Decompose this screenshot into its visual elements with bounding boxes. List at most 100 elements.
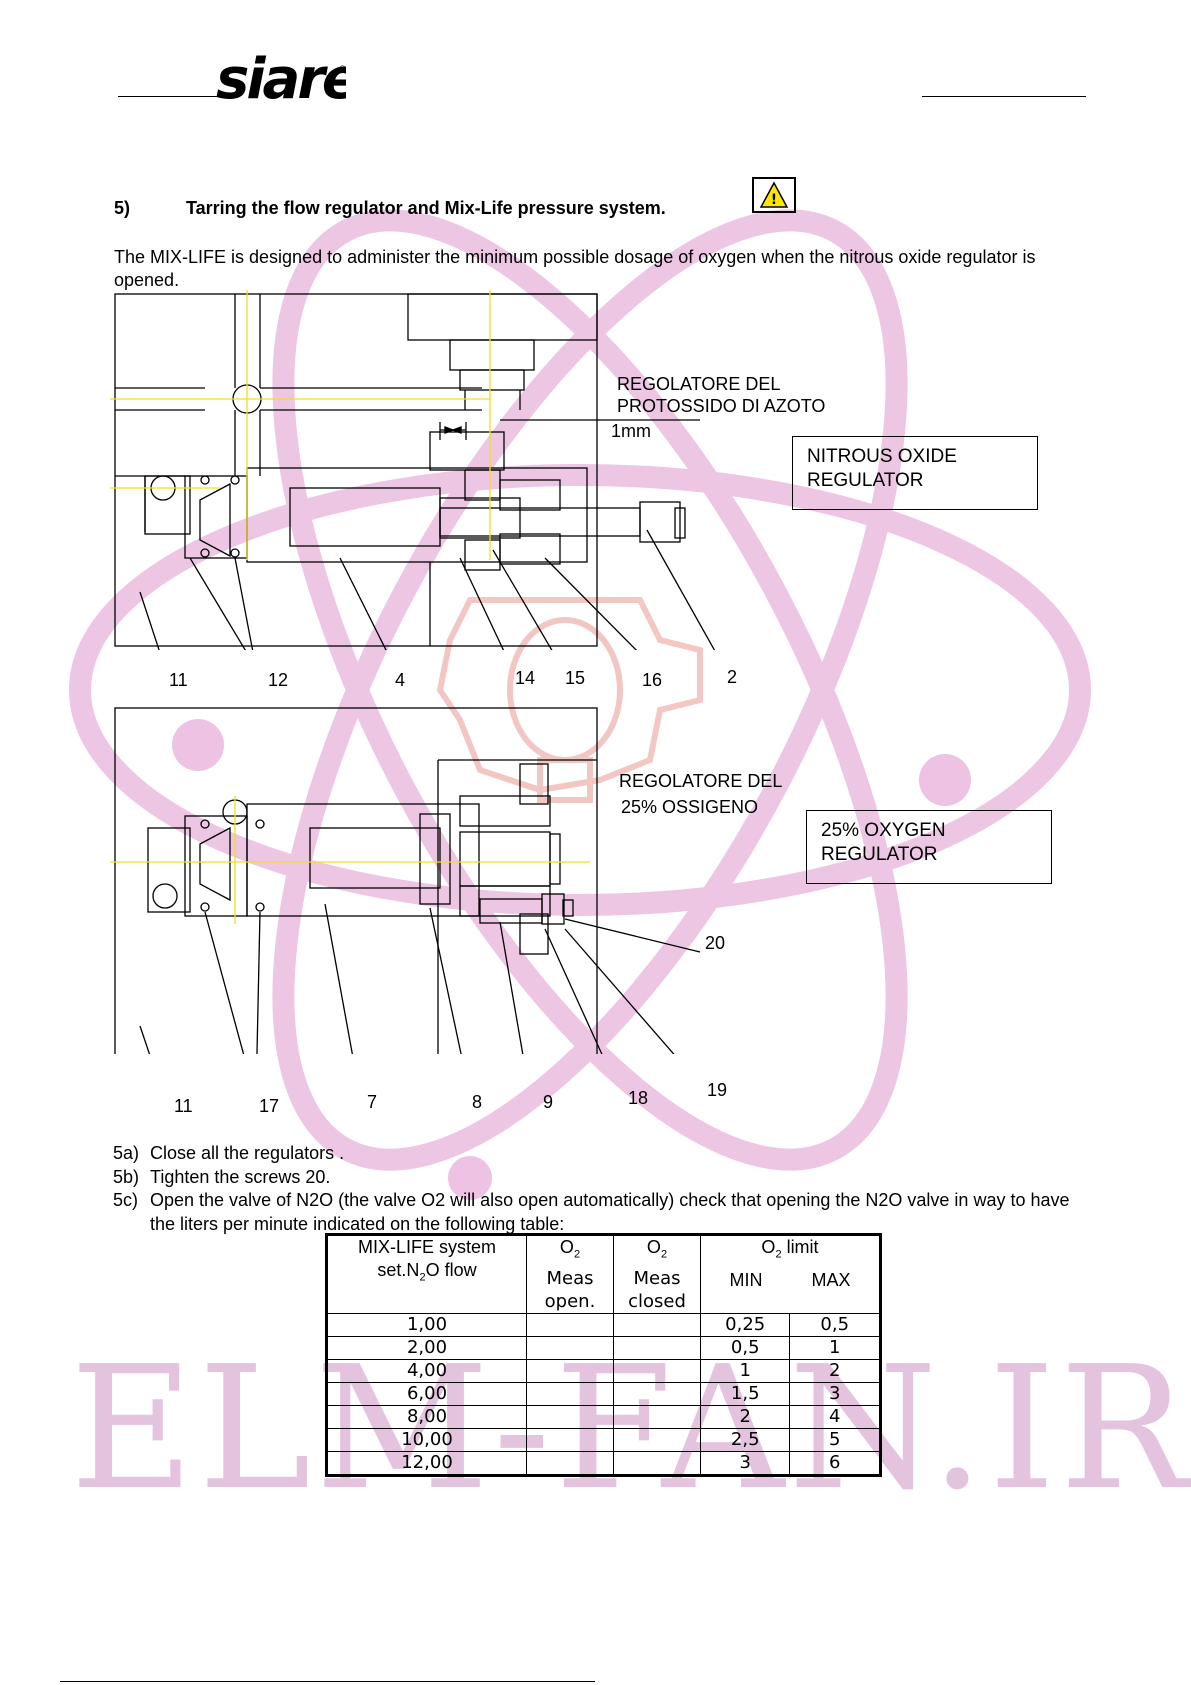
company-logo: siare ® <box>216 47 361 112</box>
h4-o: O <box>761 1237 776 1257</box>
diagram2-italian-label-line2: 25% OSSIGENO <box>621 797 759 817</box>
col-header-flow-line2: set.N2O flow <box>332 1259 522 1290</box>
box1-line2: REGULATOR <box>807 470 924 491</box>
procedure-steps: 5a) Close all the regulators . 5b) Tighten… <box>113 1142 1073 1236</box>
d2-callout-8: 8 <box>472 1092 483 1112</box>
box2-line2: REGULATOR <box>821 844 938 865</box>
nitrous-oxide-regulator-diagram <box>110 290 716 650</box>
d1-callout-14: 14 <box>515 668 536 688</box>
step-text: Tighten the screws 20. <box>150 1166 331 1187</box>
cell-min: 1,5 <box>699 1381 791 1406</box>
d2-callout-11: 11 <box>174 1096 193 1116</box>
cell-max: 0,5 <box>789 1312 881 1337</box>
cell-open <box>526 1450 614 1476</box>
d2-callout-20: 20 <box>705 933 726 953</box>
cell-closed <box>613 1450 701 1476</box>
footer-rule <box>60 1681 595 1682</box>
cell-min: 0,25 <box>699 1312 791 1337</box>
cell-flow: 10,00 <box>326 1427 527 1452</box>
diagram1-gap-label: 1mm <box>611 421 651 441</box>
cell-flow: 6,00 <box>326 1381 527 1406</box>
cell-flow: 4,00 <box>326 1358 527 1383</box>
cell-max: 4 <box>789 1404 881 1429</box>
step-5c: 5c) Open the valve of N2O (the valve O2 w… <box>113 1189 1073 1236</box>
cell-open <box>526 1312 614 1337</box>
logo-wordmark: siare <box>216 54 346 106</box>
step-5b: 5b) Tighten the screws 20. <box>113 1166 1073 1190</box>
col-header-flow-line1: MIX-LIFE system <box>357 1237 496 1257</box>
cell-closed <box>613 1381 701 1406</box>
cell-max: 5 <box>789 1427 881 1452</box>
col-header-open-line3: open. <box>544 1290 596 1312</box>
col-header-closed-line3: closed <box>628 1290 686 1312</box>
box2-line1: 25% OXYGEN <box>821 820 946 841</box>
col-header-closed-line1: O2 <box>618 1236 696 1267</box>
d1-callout-15: 15 <box>565 668 586 688</box>
d1-callout-11: 11 <box>169 670 188 690</box>
intro-paragraph: The MIX-LIFE is designed to administer t… <box>114 247 1036 290</box>
col-header-limit-line1: O2 limit <box>705 1236 875 1267</box>
flow-limits-table: MIX-LIFE system set.N2O flow O2 Meas ope… <box>325 1233 882 1477</box>
step-text: Open the valve of N2O (the valve O2 will… <box>150 1190 1070 1234</box>
d2-callout-18: 18 <box>628 1088 649 1108</box>
col-header-open-line1: O2 <box>531 1236 609 1267</box>
step-key: 5c) <box>113 1190 139 1210</box>
cell-max: 2 <box>789 1358 881 1383</box>
cell-max: 1 <box>789 1335 881 1360</box>
cell-flow: 2,00 <box>326 1335 527 1360</box>
col-header-flow: MIX-LIFE system set.N2O flow <box>326 1234 527 1314</box>
d2-callout-19: 19 <box>707 1080 728 1100</box>
col-header-open: O2 Meas open. <box>526 1234 614 1314</box>
cell-max: 3 <box>789 1381 881 1406</box>
d1-callout-16: 16 <box>642 670 663 690</box>
cell-closed <box>613 1404 701 1429</box>
cell-closed <box>613 1312 701 1337</box>
h1-part-b: O flow <box>425 1260 477 1280</box>
section-title: Tarring the flow regulator and Mix-Life … <box>186 198 666 218</box>
cell-closed <box>613 1427 701 1452</box>
diagram1-italian-label-line2: PROTOSSIDO DI AZOTO <box>617 396 826 416</box>
cell-min: 1 <box>699 1358 791 1383</box>
cell-flow: 8,00 <box>326 1404 527 1429</box>
col-header-closed: O2 Meas closed <box>613 1234 701 1314</box>
col-header-closed-line2: Meas <box>633 1267 681 1289</box>
registered-mark: ® <box>338 65 346 75</box>
col-header-max: MAX <box>811 1269 851 1290</box>
h3-sub: 2 <box>660 1248 668 1261</box>
cell-open <box>526 1381 614 1406</box>
diagram2-italian-label-line1: REGOLATORE DEL <box>619 771 783 791</box>
cell-min: 0,5 <box>699 1335 791 1360</box>
cell-flow: 1,00 <box>326 1312 527 1337</box>
d2-callout-9: 9 <box>543 1092 554 1112</box>
h1-part-a: set.N <box>377 1260 420 1280</box>
step-text: Close all the regulators . <box>150 1143 345 1163</box>
d2-callout-17: 17 <box>259 1096 280 1116</box>
oxygen-regulator-diagram <box>110 707 701 1054</box>
col-header-open-line2: Meas <box>546 1267 594 1289</box>
h1-sub: 2 <box>419 1271 426 1284</box>
cell-closed <box>613 1335 701 1360</box>
box1-line1: NITROUS OXIDE <box>807 446 957 467</box>
h4-sub: 2 <box>775 1248 782 1261</box>
header-rule-right <box>922 96 1086 97</box>
table-header-row: MIX-LIFE system set.N2O flow O2 Meas ope… <box>326 1234 881 1314</box>
cell-open <box>526 1358 614 1383</box>
step-key: 5b) <box>113 1166 140 1187</box>
d1-callout-12: 12 <box>268 670 289 690</box>
d1-callout-4: 4 <box>395 670 406 690</box>
section-number: 5) <box>114 198 131 218</box>
oxygen-regulator-box: 25% OXYGEN REGULATOR <box>806 810 1052 884</box>
cell-open <box>526 1427 614 1452</box>
h3-o: O <box>646 1237 661 1257</box>
step-key: 5a) <box>113 1143 140 1163</box>
